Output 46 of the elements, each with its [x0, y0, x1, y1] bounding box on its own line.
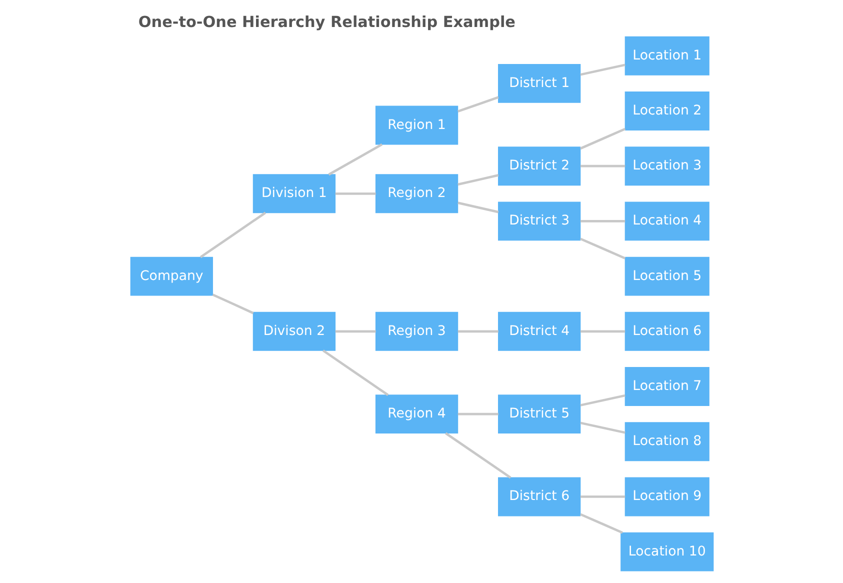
- connector: [334, 330, 376, 333]
- node-box: Region 4: [374, 394, 458, 434]
- node-box: District 6: [498, 477, 580, 516]
- node-box: Location 2: [624, 92, 709, 130]
- connector: [444, 432, 511, 479]
- connector: [580, 422, 625, 434]
- node-box: District 2: [498, 146, 580, 186]
- node-box: Divison 2: [252, 312, 336, 351]
- connector: [580, 394, 625, 406]
- connector: [322, 350, 388, 396]
- connector: [199, 212, 266, 258]
- connector: [580, 164, 625, 168]
- connector: [580, 513, 622, 534]
- connector: [334, 192, 376, 195]
- node-box: District 4: [498, 312, 580, 351]
- connector: [457, 96, 498, 112]
- connector: [457, 330, 498, 333]
- node-box: Location 6: [624, 312, 709, 351]
- connector: [457, 174, 498, 186]
- diagram-title: One-to-One Hierarchy Relationship Example: [138, 13, 515, 32]
- node-box: Region 1: [374, 106, 458, 145]
- connector: [579, 238, 626, 260]
- connector: [457, 412, 498, 416]
- connector: [328, 143, 382, 176]
- node-box: District 1: [498, 64, 580, 103]
- node-box: Location 10: [620, 532, 714, 572]
- node-box: Division 1: [252, 174, 336, 214]
- node-box: Company: [130, 256, 212, 296]
- connector: [580, 220, 625, 222]
- node-box: Location 8: [624, 422, 709, 462]
- node-box: Region 3: [374, 312, 458, 351]
- node-box: District 3: [498, 202, 580, 241]
- connector: [579, 128, 626, 150]
- node-box: Location 3: [624, 146, 709, 186]
- node-box: Location 5: [624, 256, 709, 296]
- connector: [457, 202, 498, 214]
- connector: [580, 64, 625, 76]
- node-box: District 5: [498, 394, 580, 434]
- connector: [580, 330, 625, 333]
- connector: [212, 294, 254, 314]
- node-box: Region 2: [374, 174, 458, 214]
- node-box: Location 9: [624, 477, 709, 516]
- connector: [580, 496, 625, 498]
- node-box: Location 4: [624, 202, 709, 241]
- node-box: Location 7: [624, 367, 709, 406]
- node-box: Location 1: [624, 36, 709, 76]
